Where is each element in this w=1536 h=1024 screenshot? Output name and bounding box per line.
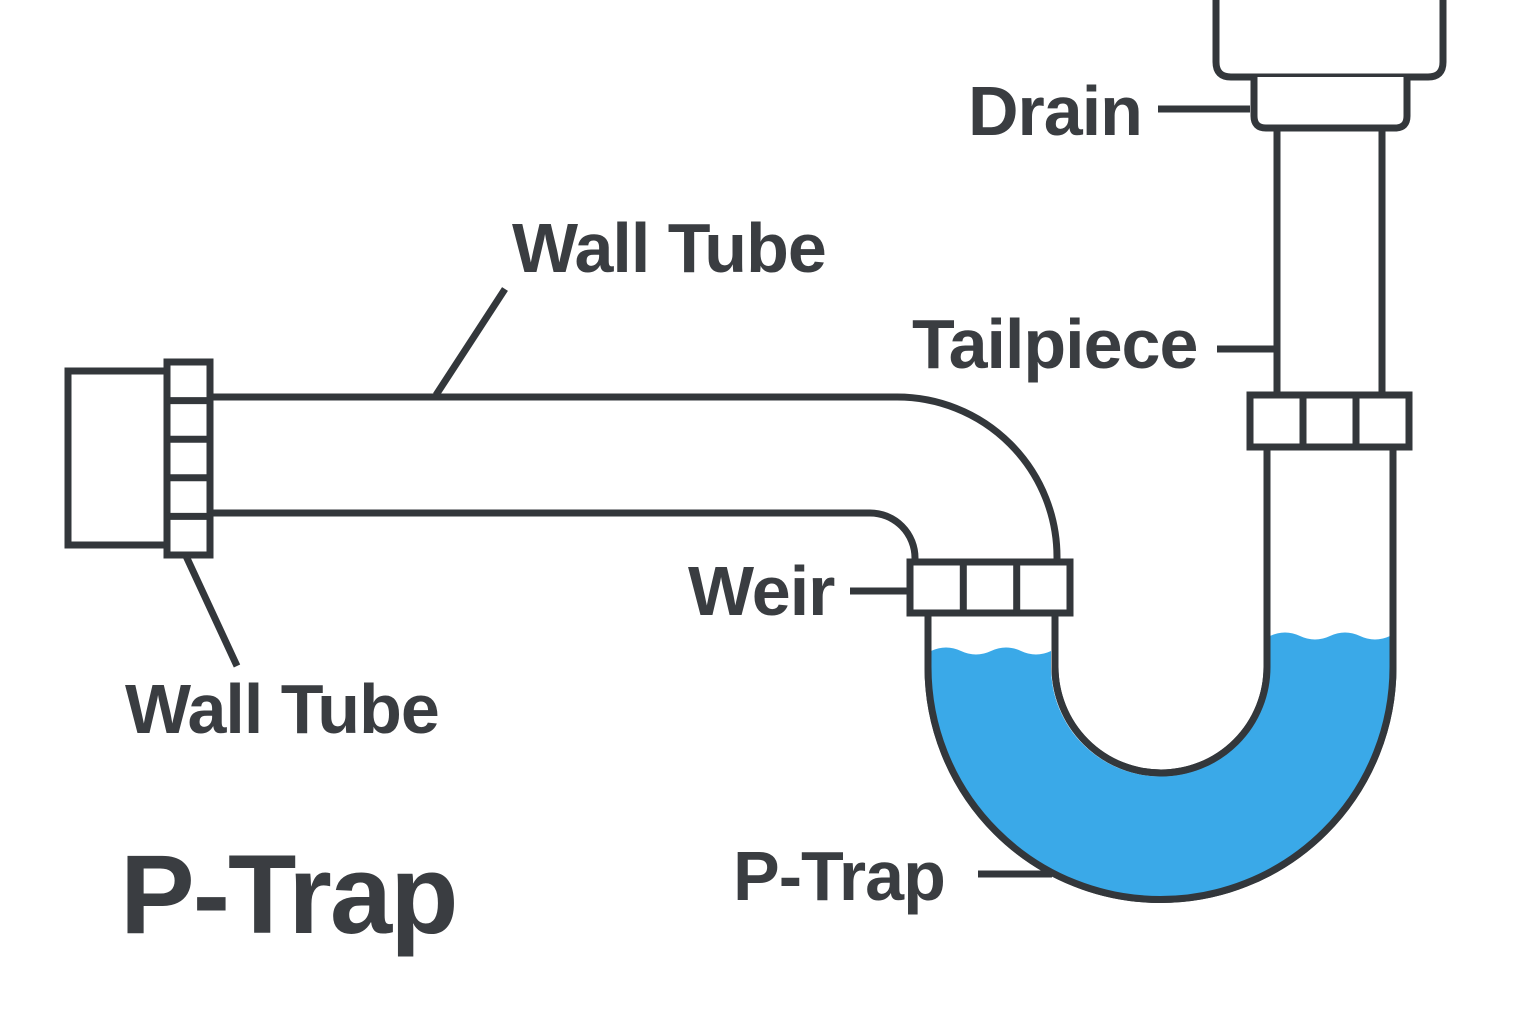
wall-tube-nut	[163, 358, 214, 559]
wall-escutcheon	[64, 367, 172, 549]
drain-body	[1250, 77, 1411, 132]
wall-tube-nut-threads	[167, 397, 210, 520]
tailpiece-nut-threads	[1299, 395, 1360, 447]
tailpiece-pipe	[1273, 128, 1386, 397]
weir-label: Weir	[688, 552, 835, 630]
sink-flange	[1212, 0, 1447, 81]
tailpiece-nut	[1246, 391, 1413, 451]
diagram-title: P-Trap	[120, 832, 457, 957]
tailpiece-label: Tailpiece	[912, 305, 1197, 383]
trap-water	[931, 632, 1390, 897]
wall-tube-pipe	[206, 393, 1061, 589]
p-trap-label: P-Trap	[733, 837, 945, 915]
trap-u-tube-outline	[924, 443, 1397, 903]
weir-nut-body	[906, 558, 1074, 617]
tailpiece-nut-body	[1246, 391, 1413, 451]
weir-nut-threads	[959, 562, 1021, 613]
wall-tube-top-label: Wall Tube	[512, 209, 826, 287]
wall-tube-nut-body	[163, 358, 214, 559]
weir-nut	[906, 558, 1074, 617]
drain-label: Drain	[968, 72, 1142, 150]
wall-tube-top-leader-line	[433, 287, 508, 397]
wall-tube-bottom-leader-line	[182, 554, 241, 668]
wall-tube-bottom-label: Wall Tube	[125, 670, 439, 748]
